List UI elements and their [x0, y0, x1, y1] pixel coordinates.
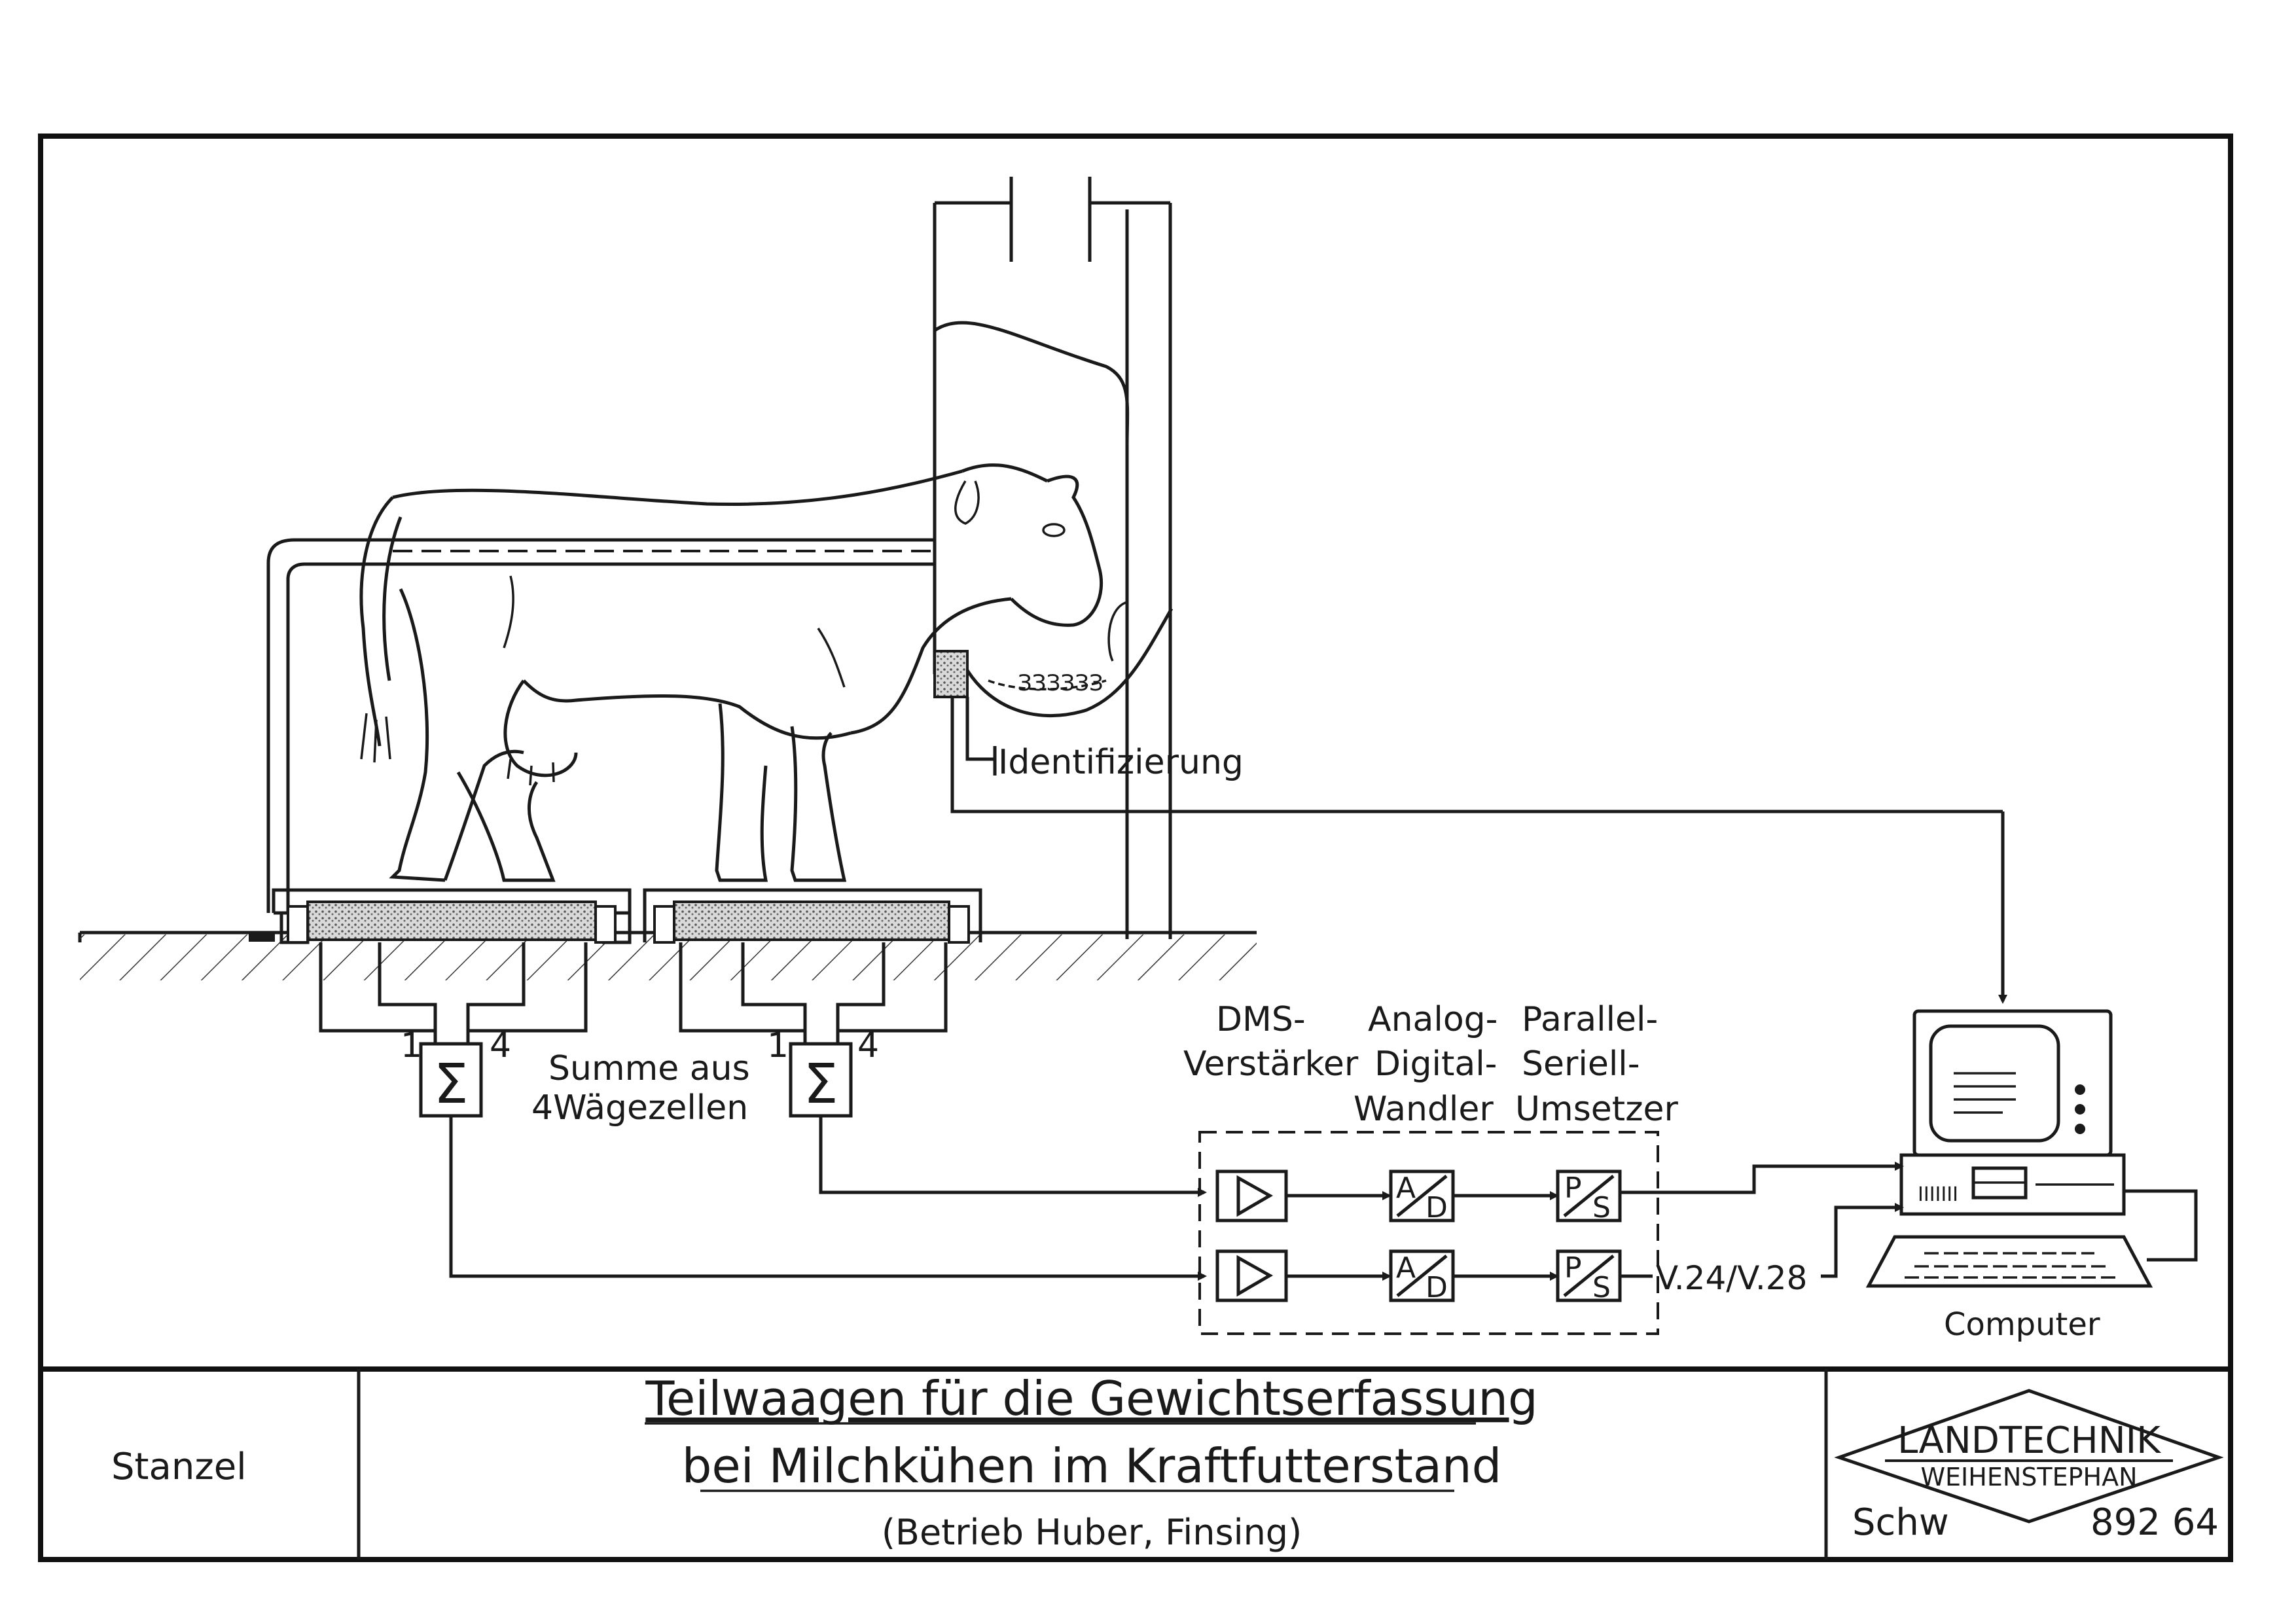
sum-2-sigma: Σ — [803, 1052, 838, 1116]
col3-header-line2: Seriell- — [1522, 1044, 1640, 1084]
ps-converter-1-bottom: S — [1592, 1191, 1611, 1224]
ps-converter-1-top: P — [1564, 1171, 1582, 1205]
drawing-title-line2: bei Milchkühen im Kraftfutterstand — [682, 1438, 1502, 1493]
load-cell-wiring-1: Σ 1 4 — [319, 942, 1207, 1281]
col2-header-line3: Wandler — [1354, 1090, 1494, 1129]
trough-feed-texture: ЗЗЗЗЗЗ — [1018, 670, 1103, 696]
computer-keys: IIIIIII — [1918, 1183, 1958, 1206]
signal-chain-channel-2: A D P S V.24/V.28 — [1215, 1203, 1904, 1304]
signal-chain-channel-1: A D P S — [1215, 1162, 1904, 1224]
ad-converter-2-top: A — [1396, 1251, 1416, 1285]
computer-illustration: IIIIIII Computer — [1865, 1009, 2198, 1343]
code-number: 892 64 — [2090, 1501, 2219, 1544]
drawing-title-line1: Teilwaagen für die Gewichtserfassung — [645, 1371, 1537, 1426]
interface-label: V.24/V.28 — [1656, 1259, 1807, 1297]
identification-label: Identifizierung — [998, 743, 1244, 782]
drawing-frame — [38, 134, 2233, 1562]
ad-converter-1-top: A — [1396, 1171, 1416, 1205]
col1-header-line1: DMS- — [1216, 1000, 1306, 1039]
col2-header-line1: Analog- — [1368, 1000, 1498, 1039]
weighing-platform-1 — [249, 888, 632, 944]
signal-conditioning-enclosure — [1198, 1131, 1659, 1335]
sum-1-sigma: Σ — [433, 1052, 468, 1116]
col3-header-line3: Umsetzer — [1515, 1090, 1678, 1129]
feeding-station — [933, 177, 1172, 939]
landtechnik-logo: LANDTECHNIK WEIHENSTEPHAN — [1834, 1389, 2224, 1524]
col3-header-line1: Parallel- — [1522, 1000, 1658, 1039]
logo-line2: WEIHENSTEPHAN — [1920, 1463, 2137, 1491]
ps-converter-2-top: P — [1564, 1251, 1582, 1285]
sum-label-line1: Summe aus — [548, 1049, 750, 1088]
drawing-subtitle: (Betrieb Huber, Finsing) — [882, 1512, 1302, 1553]
sum-1-cell-last: 4 — [490, 1026, 511, 1065]
code-prefix: Schw — [1852, 1501, 1949, 1544]
feed-trough: ЗЗЗЗЗЗ — [957, 607, 1174, 718]
ad-converter-1-bottom: D — [1426, 1191, 1448, 1224]
identification-unit: Identifizierung — [933, 650, 2007, 1004]
ps-converter-2-bottom: S — [1592, 1271, 1611, 1304]
col1-header-line2: Verstärker — [1183, 1044, 1359, 1084]
logo-line1: LANDTECHNIK — [1897, 1419, 2161, 1462]
computer-label: Computer — [1944, 1306, 2100, 1343]
col2-header-line2: Digital- — [1374, 1044, 1497, 1084]
ad-converter-2-bottom: D — [1426, 1271, 1448, 1304]
author-name: Stanzel — [111, 1446, 247, 1488]
sum-2-cell-last: 4 — [857, 1026, 879, 1065]
sum-1-cell-first: 1 — [401, 1026, 422, 1065]
weighing-platform-2 — [643, 888, 982, 944]
cow-illustration — [359, 463, 1103, 882]
sum-label-line2: 4Wägezellen — [531, 1088, 748, 1128]
sum-2-cell-first: 1 — [767, 1026, 789, 1065]
head-rail — [266, 538, 936, 913]
load-cell-wiring-2: Σ 1 4 — [679, 942, 1207, 1197]
